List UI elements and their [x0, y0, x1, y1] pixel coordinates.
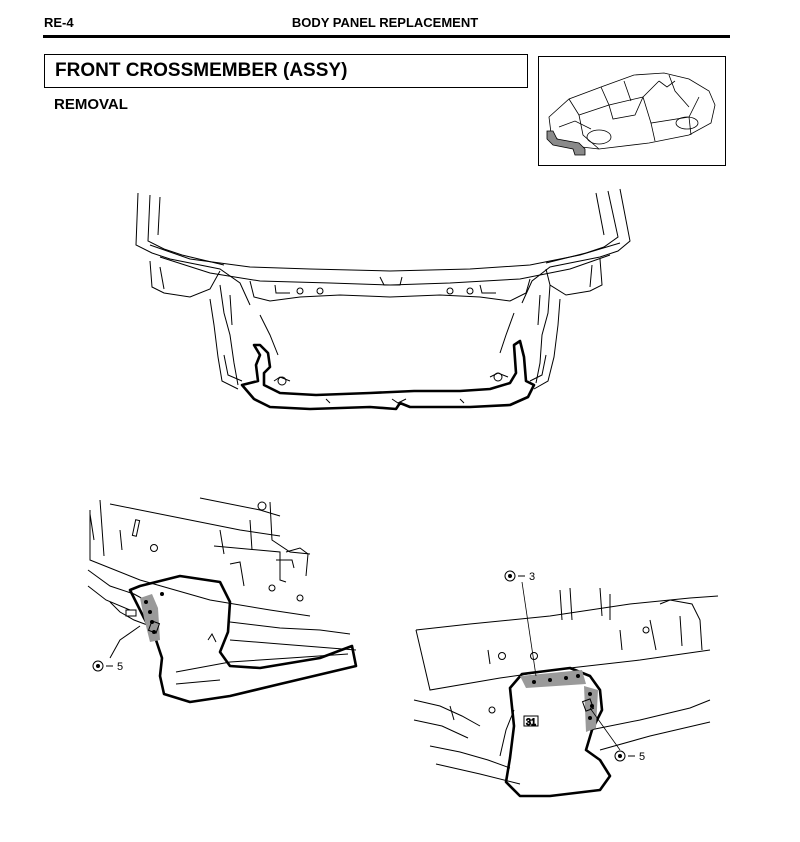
crossmember-overview-diagram — [135, 188, 631, 411]
header-rule — [43, 35, 730, 38]
right-callout-bottom: 5 — [589, 707, 645, 763]
callout-qty-bottom: 5 — [639, 751, 645, 763]
page-title: FRONT CROSSMEMBER (ASSY) — [55, 60, 348, 81]
car-body-locator-image — [538, 56, 726, 166]
car-body-illustration — [546, 72, 716, 156]
title-box: FRONT CROSSMEMBER (ASSY) — [44, 54, 528, 88]
callout-qty-top: 3 — [529, 571, 535, 583]
right-bracket-detail-diagram: 31 3 5 — [413, 570, 719, 798]
subsection-title: REMOVAL — [54, 96, 128, 113]
left-bracket-detail-diagram: 5 — [87, 497, 358, 704]
callout-qty-left: 5 — [117, 661, 123, 673]
section-header: BODY PANEL REPLACEMENT — [291, 15, 479, 30]
part-tag-31: 31 — [526, 717, 536, 727]
right-callout-top: 3 — [504, 570, 537, 677]
left-callout: 5 — [92, 660, 123, 673]
page-number: RE-4 — [44, 15, 74, 30]
